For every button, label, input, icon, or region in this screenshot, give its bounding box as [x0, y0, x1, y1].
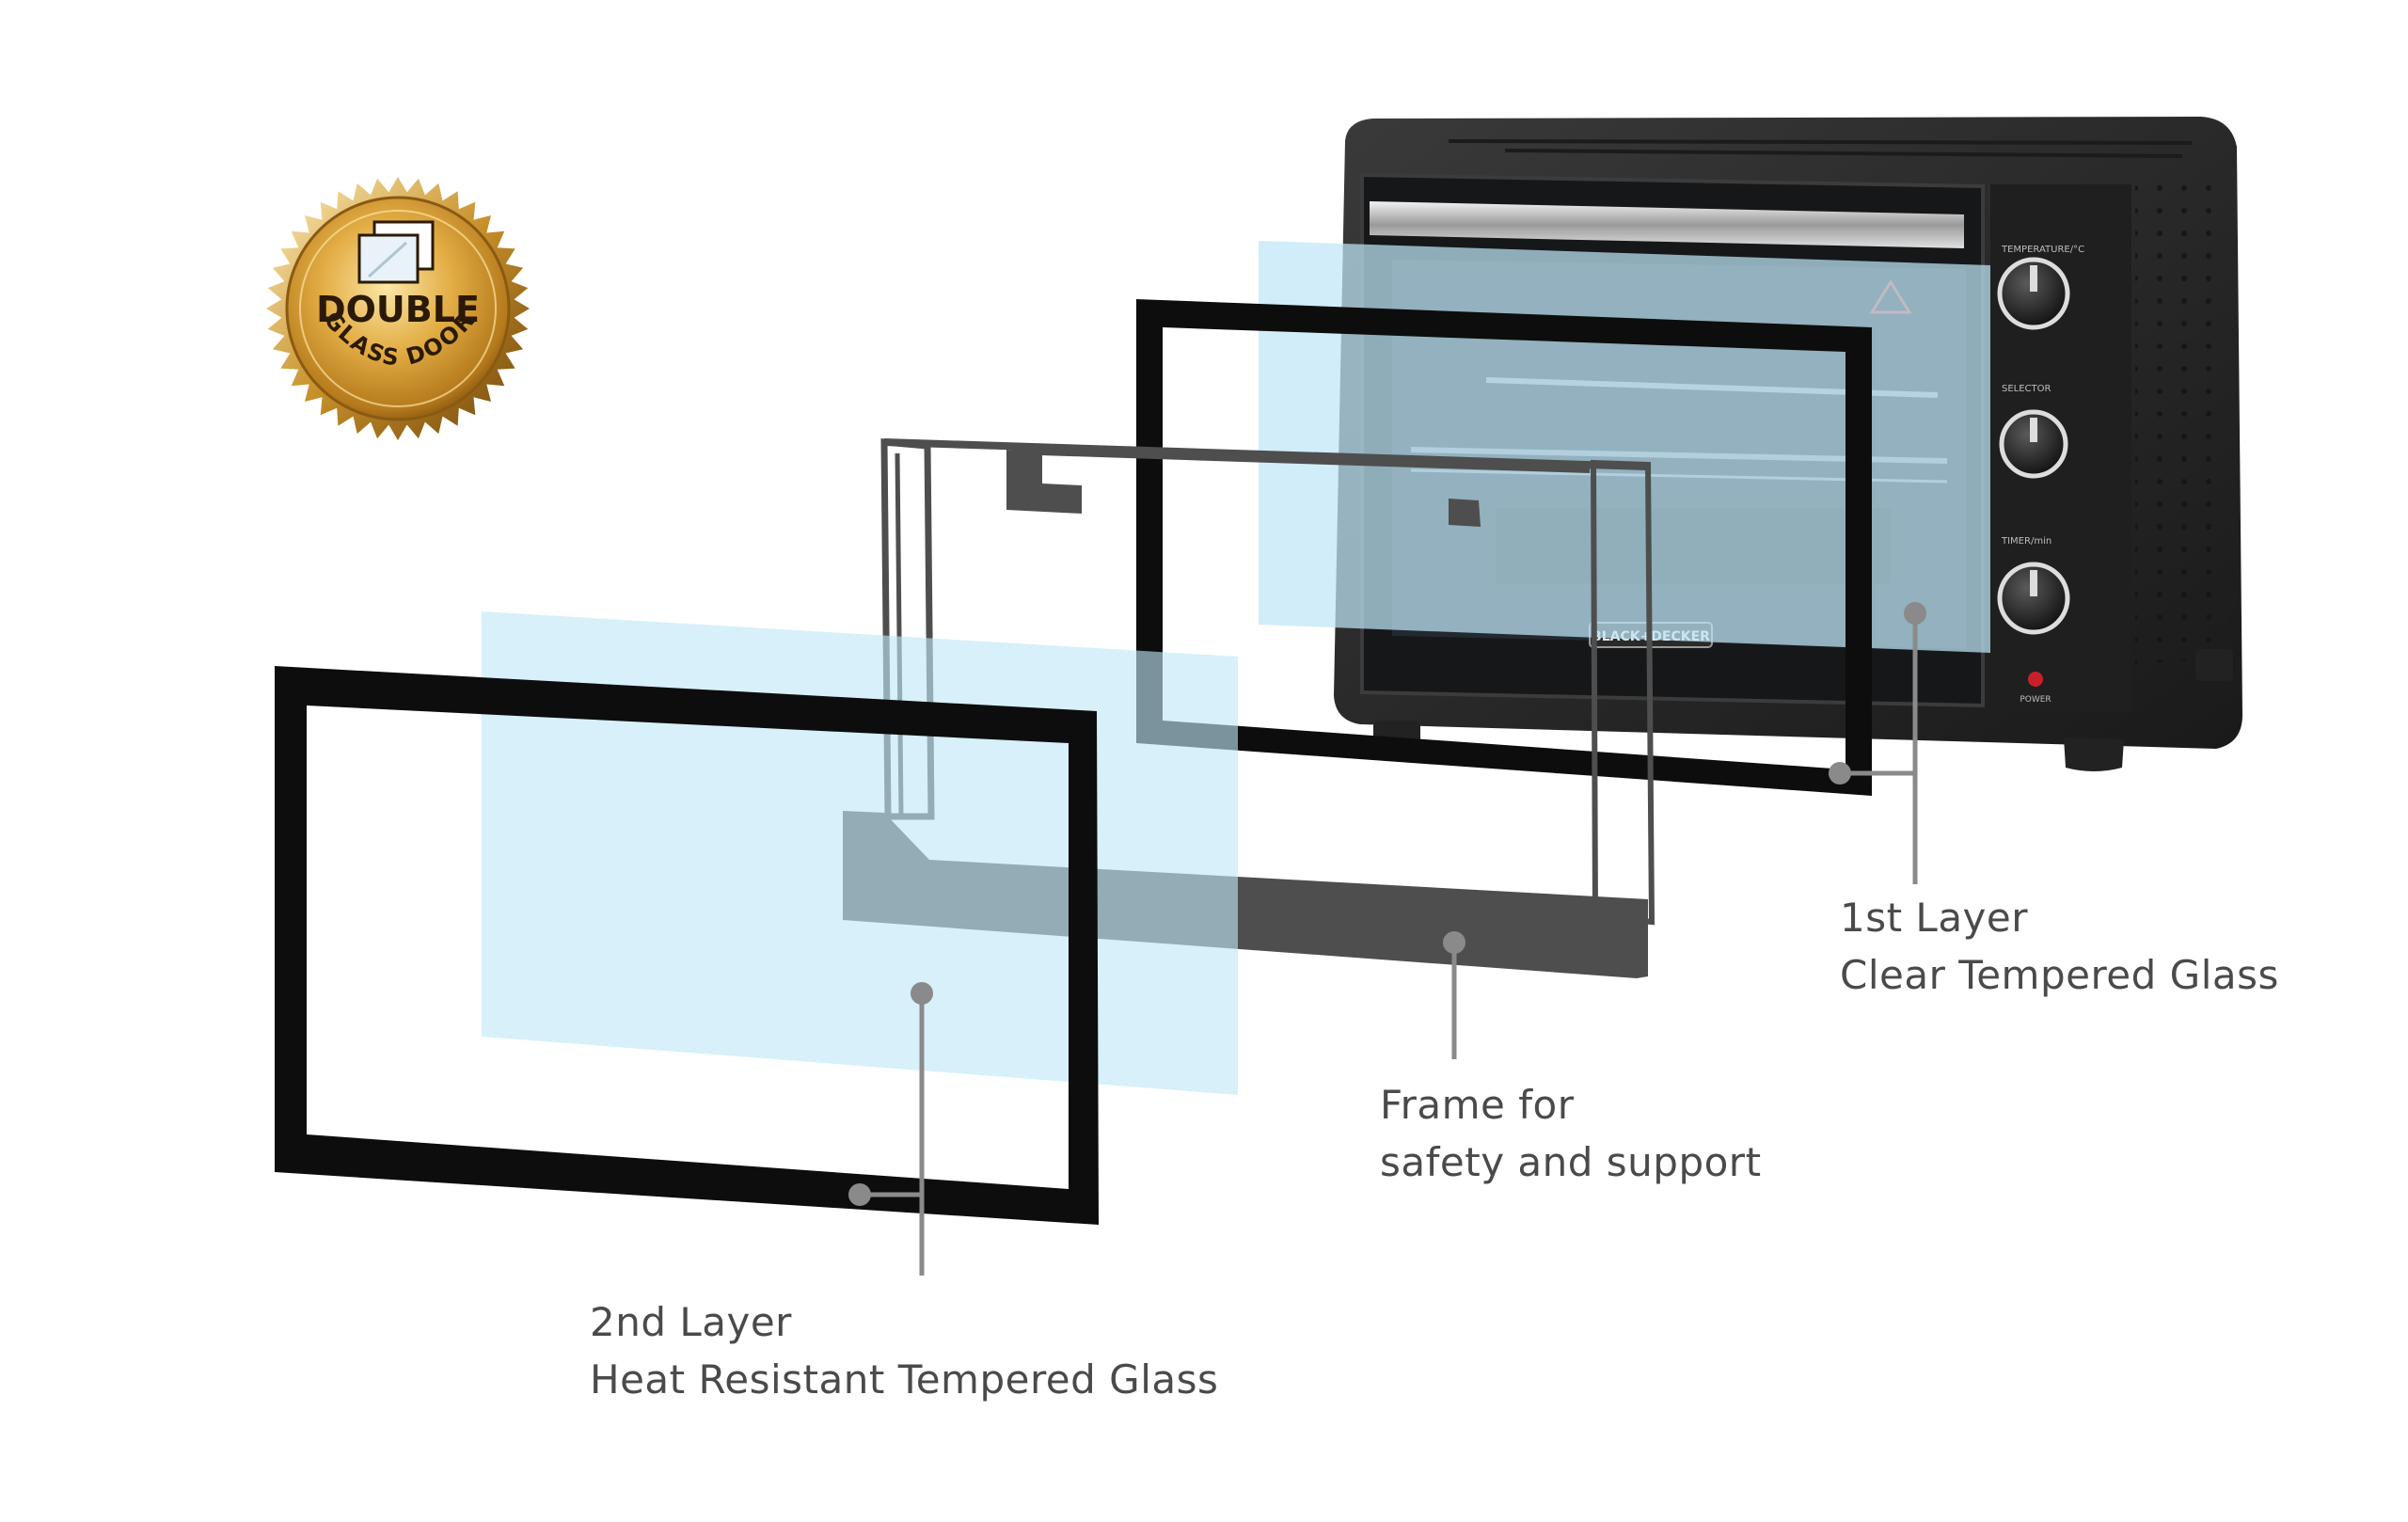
- top-ribs: [1448, 139, 2193, 158]
- callout-frame: [1443, 931, 1465, 1059]
- power-indicator: POWER: [2020, 672, 2052, 705]
- knob-selector[interactable]: SELECTOR: [1999, 384, 2068, 479]
- door-handle: [1370, 201, 1964, 248]
- double-glass-door-badge: DOUBLE GLASS DOOR: [266, 177, 530, 440]
- first-layer-glass: [1259, 241, 1990, 653]
- callout-second-layer: [848, 982, 933, 1276]
- knob-label-selector: SELECTOR: [2002, 384, 2052, 394]
- second-layer-label: 2nd Layer Heat Resistant Tempered Glass: [590, 1293, 1218, 1408]
- first-layer-description: Clear Tempered Glass: [1840, 952, 2279, 998]
- power-label: POWER: [2020, 695, 2051, 705]
- oven-foot-back: [2195, 649, 2233, 681]
- badge-face: [285, 196, 511, 421]
- knob-temperature[interactable]: TEMPERATURE/°C: [1997, 245, 2084, 330]
- frame-title: Frame for: [1380, 1082, 1575, 1128]
- oven-foot-right: [2064, 737, 2124, 771]
- callout-first-layer: [1829, 602, 1926, 884]
- knob-label-timer: TIMER/min: [2001, 536, 2052, 547]
- side-vents: [2135, 179, 2231, 664]
- second-layer-frame: [275, 666, 1099, 1225]
- knob-timer[interactable]: TIMER/min: [1997, 536, 2070, 635]
- second-layer-description: Heat Resistant Tempered Glass: [590, 1356, 1219, 1403]
- first-layer-title: 1st Layer: [1840, 895, 2029, 941]
- frame-label: Frame for safety and support: [1380, 1076, 1762, 1191]
- second-layer-title: 2nd Layer: [590, 1299, 792, 1345]
- frame-description: safety and support: [1380, 1139, 1762, 1185]
- badge-inner-ring: [299, 210, 497, 407]
- badge-line1: DOUBLE: [316, 289, 480, 330]
- knob-label-temperature: TEMPERATURE/°C: [2001, 245, 2084, 255]
- first-layer-label: 1st Layer Clear Tempered Glass: [1840, 889, 2279, 1004]
- double-glass-panes-icon: [357, 220, 435, 284]
